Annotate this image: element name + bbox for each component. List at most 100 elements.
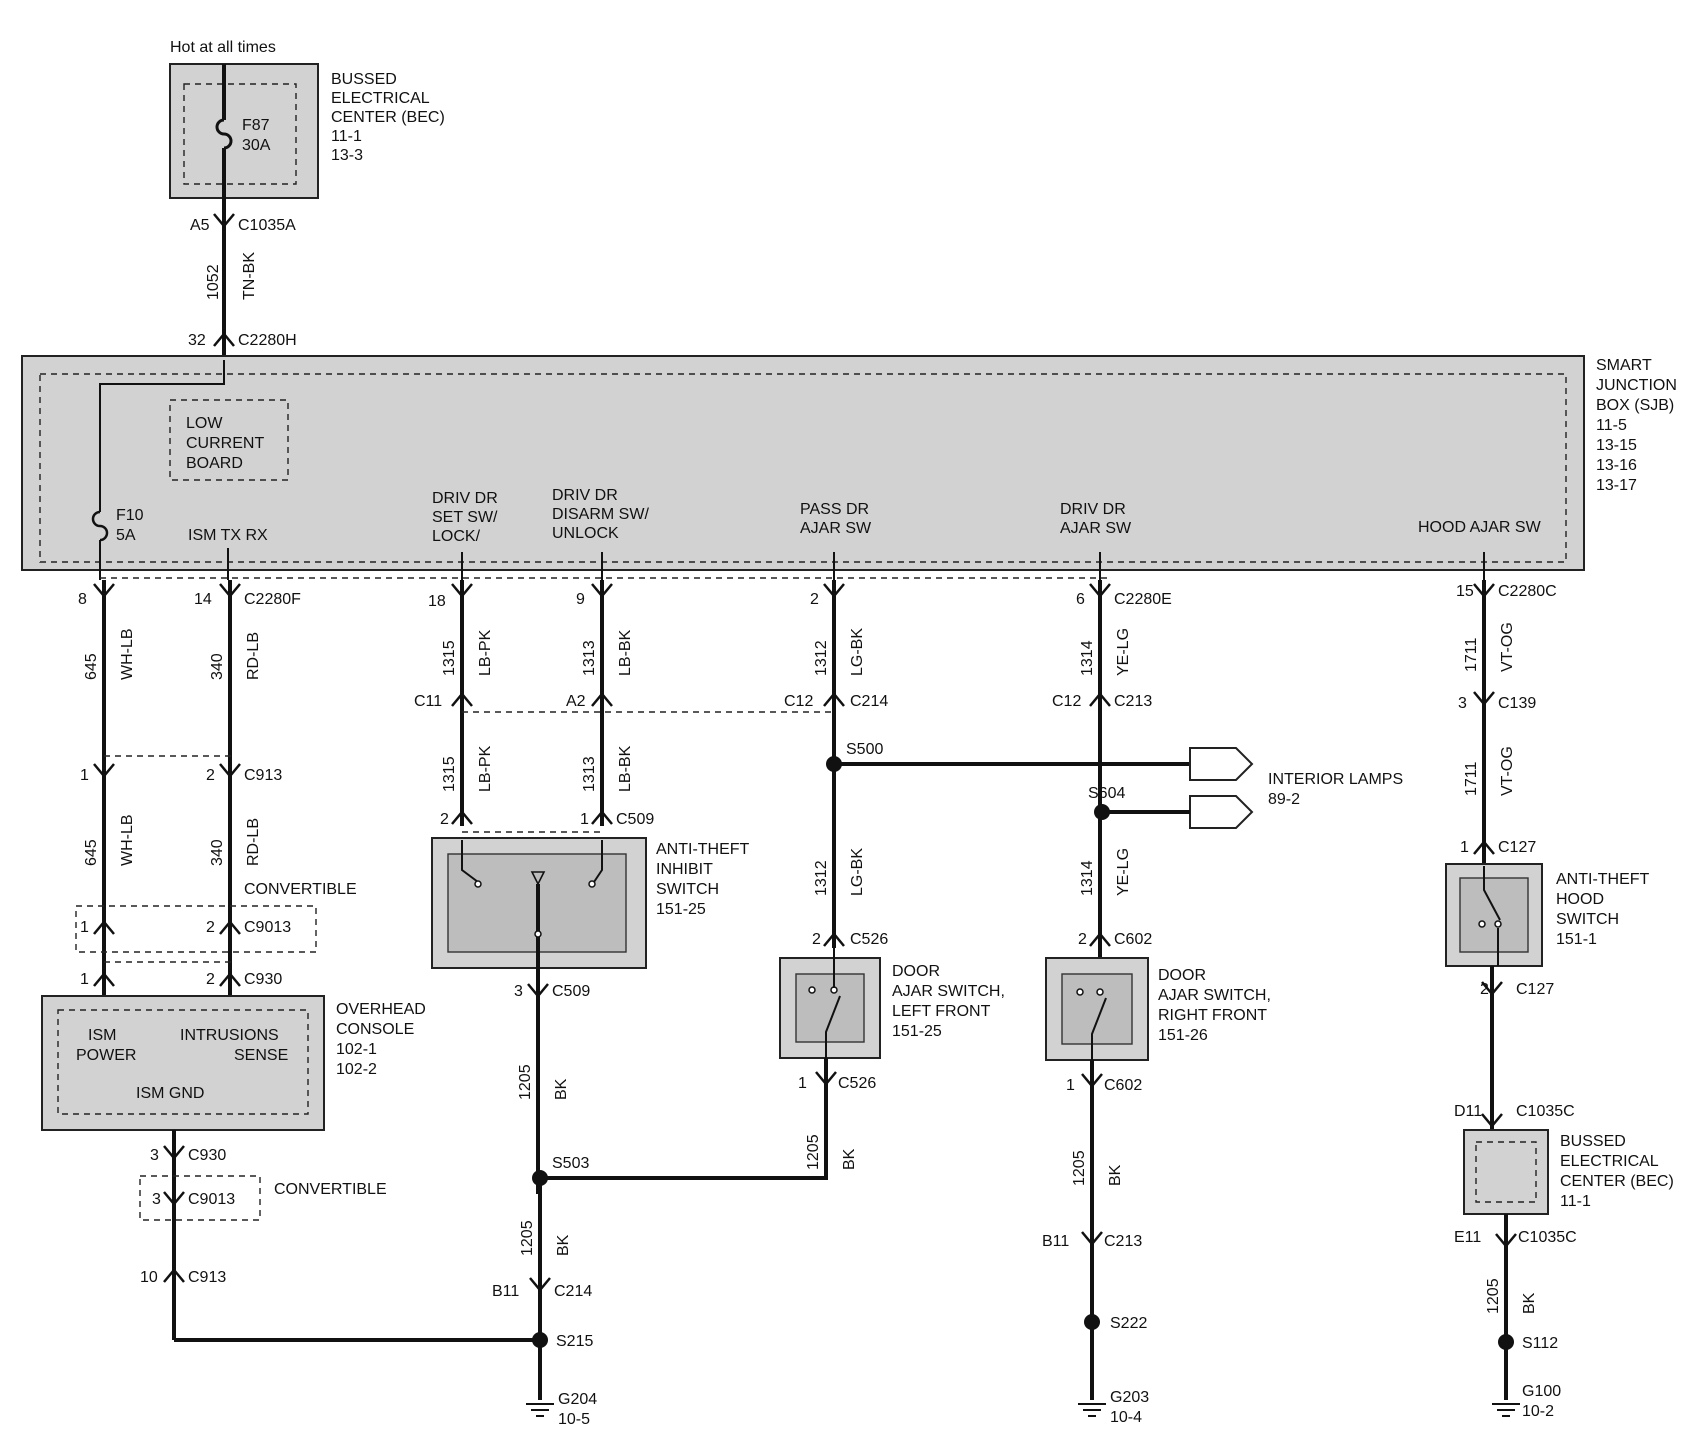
hood-switch-label-3: SWITCH	[1556, 911, 1619, 928]
sjb-pass-1: PASS DR	[800, 501, 869, 518]
wire-1205-color: BK	[553, 1078, 570, 1100]
c602-conn-a: C602	[1114, 931, 1152, 948]
wire-1315-circuit: 1315	[441, 640, 458, 676]
ism-gnd: ISM GND	[136, 1085, 204, 1102]
hood-switch-label-4: 151-1	[1556, 931, 1597, 948]
s503-label: S503	[552, 1155, 589, 1172]
interior-lamps-arrow-1	[1189, 747, 1254, 781]
bec-top-label-4: 11-1	[331, 128, 362, 145]
s500-label: S500	[846, 741, 883, 758]
sjb-driv-1: DRIV DR	[1060, 501, 1126, 518]
bec-top-box	[169, 63, 319, 199]
bec-bottom-label-4: 11-1	[1560, 1193, 1591, 1210]
wire-1052-circuit: 1052	[205, 264, 222, 300]
bec-top-label-3: CENTER (BEC)	[331, 109, 445, 126]
sjb-box	[21, 355, 1585, 571]
sjb-pin2-pass: 2	[810, 591, 819, 608]
door-rf-label-3: RIGHT FRONT	[1158, 1007, 1267, 1024]
door-lf-label-3: LEFT FRONT	[892, 1003, 991, 1020]
c9013-pin3: 3	[152, 1191, 161, 1208]
wire-1312b-circuit: 1312	[813, 860, 830, 896]
ism-power-1: ISM	[88, 1027, 116, 1044]
wire-340-circuit: 340	[209, 653, 226, 680]
wire-1205e-circuit: 1205	[1485, 1278, 1502, 1314]
wire-645b-circuit: 645	[83, 839, 100, 866]
lcb-label-1: LOW	[186, 415, 223, 432]
wire-1711-color: VT-OG	[1499, 622, 1516, 672]
c1035c-conn-a: C1035C	[1516, 1103, 1575, 1120]
wire-1312-color: LG-BK	[849, 628, 866, 676]
c127-conn-a: C127	[1498, 839, 1536, 856]
overhead-label-4: 102-2	[336, 1061, 377, 1078]
sjb-fuse-id: F10	[116, 507, 144, 524]
wire-340b-circuit: 340	[209, 839, 226, 866]
c213-pin-b11: B11	[1042, 1233, 1069, 1250]
door-lf-label-2: AJAR SWITCH,	[892, 983, 1005, 1000]
c526-pin2: 2	[812, 931, 821, 948]
wire-1205d-color: BK	[1107, 1164, 1124, 1186]
c12-conn-driv: C12	[1052, 693, 1081, 710]
c930-pin1: 1	[80, 971, 89, 988]
c127-pin2: 2	[1480, 981, 1489, 998]
hood-switch-label-1: ANTI-THEFT	[1556, 871, 1650, 888]
sjb-drvdis-2: DISARM SW/	[552, 506, 649, 523]
door-ajar-rf-switch-box	[1045, 957, 1149, 1061]
c509-pin2: 2	[440, 811, 449, 828]
c913-conn: C913	[244, 767, 282, 784]
c214-conn-b: C214	[554, 1283, 592, 1300]
c930-pin3: 3	[150, 1147, 159, 1164]
door-rf-label-2: AJAR SWITCH,	[1158, 987, 1271, 1004]
c913-pin10: 10	[140, 1269, 158, 1286]
ground-symbol-g203	[1078, 1403, 1106, 1417]
wire-1315b-color: LB-PK	[477, 745, 494, 792]
wire-340b-color: RD-LB	[245, 818, 262, 866]
convertible-bottom: CONVERTIBLE	[274, 1181, 387, 1198]
wire-1313-color: LB-BK	[617, 629, 634, 676]
bec-bottom-label-3: CENTER (BEC)	[1560, 1173, 1674, 1190]
sjb-fuse-rating: 5A	[116, 527, 136, 544]
c2280e-conn: C2280E	[1114, 591, 1172, 608]
c913-pin2: 2	[206, 767, 215, 784]
wire-645b-color: WH-LB	[119, 814, 136, 866]
s215-label: S215	[556, 1333, 593, 1350]
c509-conn: C509	[616, 811, 654, 828]
c602-pin2: 2	[1078, 931, 1087, 948]
c1035a-conn: C1035A	[238, 217, 296, 234]
wire-1052-color: TN-BK	[241, 252, 258, 300]
sjb-label-6: 13-16	[1596, 457, 1637, 474]
c1035c-pin-e11: E11	[1454, 1229, 1481, 1246]
bec-bottom-label-2: ELECTRICAL	[1560, 1153, 1659, 1170]
wire-1312-circuit: 1312	[813, 640, 830, 676]
antitheft-label-3: SWITCH	[656, 881, 719, 898]
wire-1205b-circuit: 1205	[519, 1220, 536, 1256]
c526-conn-a: C526	[850, 931, 888, 948]
hot-label: Hot at all times	[170, 39, 276, 56]
sjb-label-2: JUNCTION	[1596, 377, 1677, 394]
sjb-pin18: 18	[428, 593, 446, 610]
sjb-label-3: BOX (SJB)	[1596, 397, 1674, 414]
c127-conn-b: C127	[1516, 981, 1554, 998]
bec-bottom-box	[1463, 1129, 1549, 1215]
c214-pin-b11: B11	[492, 1283, 519, 1300]
wire-1711b-color: VT-OG	[1499, 746, 1516, 796]
sjb-hood: HOOD AJAR SW	[1418, 519, 1542, 536]
c2280f-pin14: 14	[194, 591, 212, 608]
c913-pin1: 1	[80, 767, 89, 784]
sjb-drvset-3: LOCK/	[432, 528, 481, 545]
sjb-pin6: 6	[1076, 591, 1085, 608]
c1035c-pin-d11: D11	[1454, 1103, 1482, 1120]
c11-conn: C11	[414, 693, 442, 710]
c1035c-conn-b: C1035C	[1518, 1229, 1577, 1246]
wire-1313b-circuit: 1313	[581, 756, 598, 792]
s112-label: S112	[1522, 1335, 1558, 1352]
c602-conn-b: C602	[1104, 1077, 1142, 1094]
c12-conn-pass: C12	[784, 693, 813, 710]
sjb-drvdis-3: UNLOCK	[552, 525, 619, 542]
antitheft-hood-switch-box	[1445, 863, 1543, 967]
wire-1313b-color: LB-BK	[617, 745, 634, 792]
splice-s222	[1084, 1314, 1100, 1330]
ground-symbol-g204	[526, 1403, 554, 1417]
wire-1205c-circuit: 1205	[805, 1134, 822, 1170]
overhead-console-box	[41, 995, 325, 1131]
